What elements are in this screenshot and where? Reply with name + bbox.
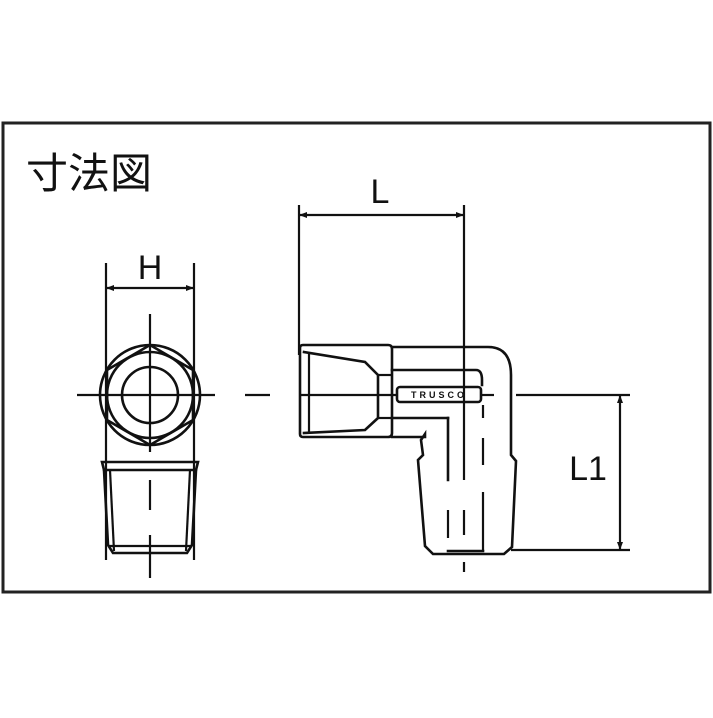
end-view: H [77, 249, 270, 578]
thread-edge-left [108, 469, 116, 552]
dimension-label-l: L [371, 173, 390, 211]
drawing-frame [1, 121, 712, 594]
drawing-title: 寸法図 [26, 149, 152, 198]
part-marking: TRUSCO [411, 390, 467, 400]
side-view: L TRUSCO L1 [297, 173, 630, 572]
female-port-body [298, 343, 394, 439]
female-thread-taper [302, 350, 380, 435]
thread-top-band [100, 460, 200, 472]
thread-edge-right [184, 469, 192, 552]
dimension-label-h: H [138, 249, 163, 287]
elbow-inner-bore-top [390, 368, 484, 387]
dimension-label-l1: L1 [569, 450, 607, 488]
elbow-outer-body [390, 345, 518, 556]
